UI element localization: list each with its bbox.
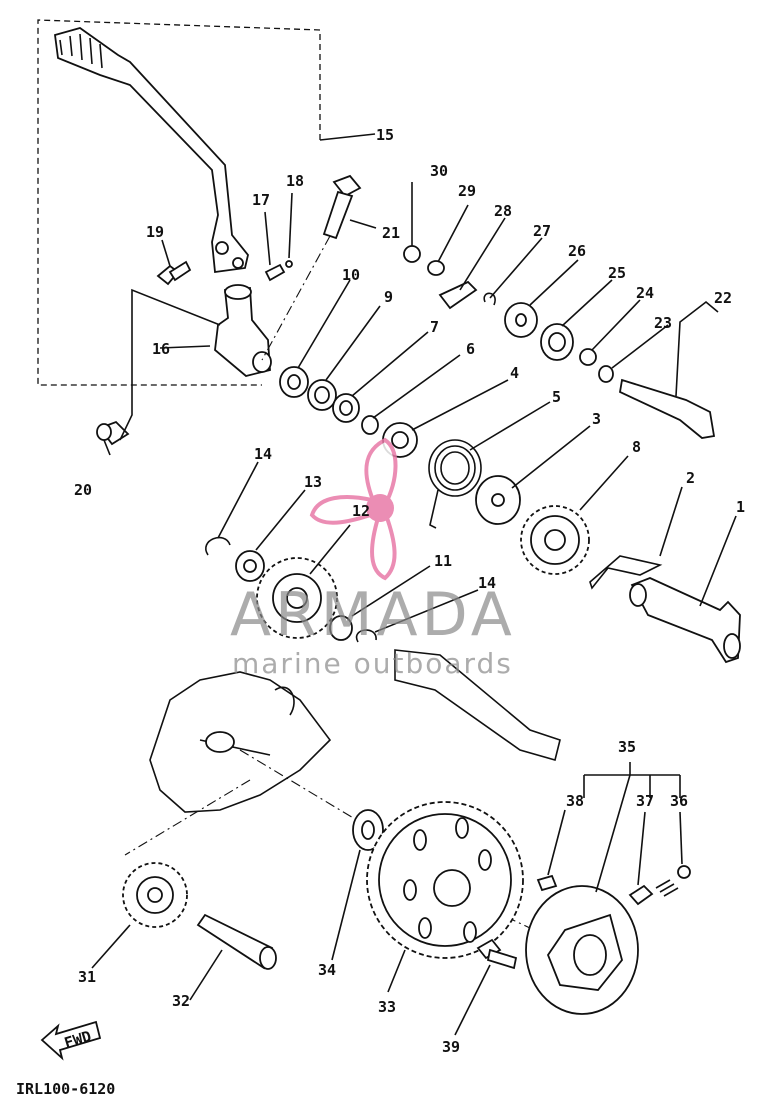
kick-shaft-1	[629, 577, 741, 664]
primary-shaft-ghost	[394, 649, 561, 761]
washer-3	[475, 475, 521, 525]
callout-8: 8	[632, 438, 641, 456]
callout-24: 24	[636, 284, 654, 302]
callout-1: 1	[736, 498, 745, 516]
callout-7: 7	[430, 318, 439, 336]
callout-labels: 1234567891011121314141516171819202122232…	[74, 126, 745, 1056]
callout-15: 15	[376, 126, 394, 144]
callout-17: 17	[252, 191, 270, 209]
callout-16: 16	[152, 340, 170, 358]
gear-31	[122, 862, 188, 928]
callout-30: 30	[430, 162, 448, 180]
clutch-small-parts	[536, 865, 691, 906]
callout-18: 18	[286, 172, 304, 190]
callout-12: 12	[352, 502, 370, 520]
callout-19: 19	[146, 223, 164, 241]
pin-32	[196, 913, 277, 970]
washer-34	[352, 809, 384, 851]
crankcase-section	[149, 671, 332, 813]
torsion-spring	[428, 439, 482, 529]
callout-28: 28	[494, 202, 512, 220]
kick-lever-assembly	[37, 19, 321, 386]
clip-2	[589, 555, 663, 590]
watermark-tagline: marine outboards	[232, 647, 513, 680]
callout-11: 11	[434, 552, 452, 570]
callout-34: 34	[318, 961, 336, 979]
callout-38: 38	[566, 792, 584, 810]
callout-39: 39	[442, 1038, 460, 1056]
bracket-35	[583, 762, 681, 893]
bolt-19	[156, 260, 192, 286]
callout-22: 22	[714, 289, 732, 307]
watermark-brand: ARMADA	[230, 580, 516, 650]
kick-gear-8	[520, 505, 590, 575]
callout-4: 4	[510, 364, 519, 382]
watermark-logo-icon	[309, 437, 398, 581]
spring-guide	[382, 422, 418, 458]
cap-20	[96, 288, 221, 446]
callout-5: 5	[552, 388, 561, 406]
bolt-39	[476, 938, 518, 970]
callout-14: 14	[254, 445, 272, 463]
starter-gear-33	[366, 801, 524, 959]
callout-9: 9	[384, 288, 393, 306]
callout-23: 23	[654, 314, 672, 332]
diagram-code: IRL100-6120	[16, 1080, 115, 1098]
callout-31: 31	[78, 968, 96, 986]
callout-33: 33	[378, 998, 396, 1016]
callout-3: 3	[592, 410, 601, 428]
callout-26: 26	[568, 242, 586, 260]
callout-21: 21	[382, 224, 400, 242]
callout-2: 2	[686, 469, 695, 487]
fwd-arrow-icon	[40, 1020, 102, 1061]
callout-6: 6	[466, 340, 475, 358]
idler-gear-set	[205, 536, 377, 643]
callout-32: 32	[172, 992, 190, 1010]
bolt-17	[264, 260, 293, 282]
callout-35: 35	[618, 738, 636, 756]
callout-13: 13	[304, 473, 322, 491]
callout-25: 25	[608, 264, 626, 282]
callout-36: 36	[670, 792, 688, 810]
callout-29: 29	[458, 182, 476, 200]
callout-37: 37	[636, 792, 654, 810]
callout-10: 10	[342, 266, 360, 284]
starter-clutch-35	[525, 885, 639, 1015]
callout-27: 27	[533, 222, 551, 240]
bolt-21	[261, 174, 362, 361]
washer-stack	[279, 366, 379, 435]
leader-lines	[91, 133, 737, 1036]
callout-20: 20	[74, 481, 92, 499]
callout-14: 14	[478, 574, 496, 592]
kick-boss	[214, 284, 272, 377]
ratchet-parts	[403, 245, 716, 439]
